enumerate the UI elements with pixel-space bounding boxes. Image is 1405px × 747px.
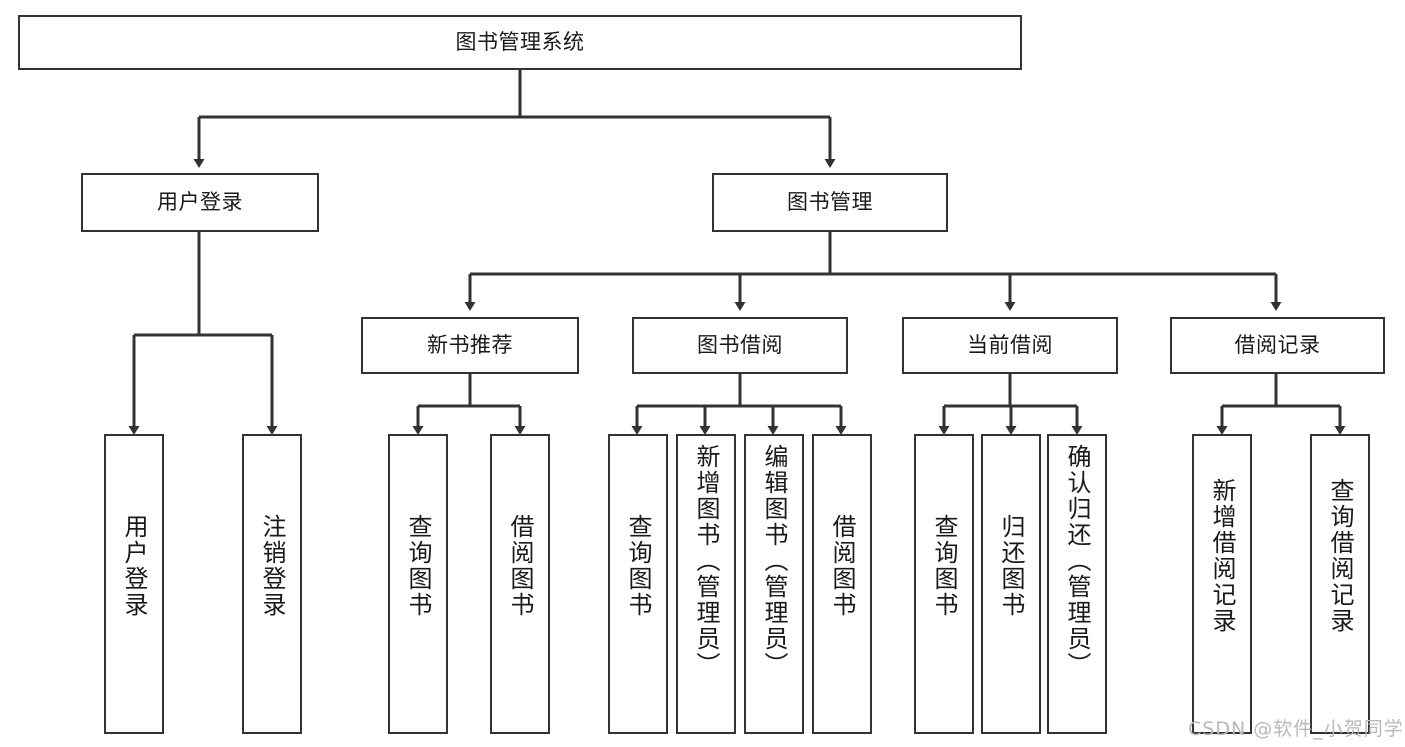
node-leaf-query-record[interactable]: 查询借阅记录 — [1310, 434, 1370, 734]
node-leaf-confirm-return-label: 确认归还（管理员） — [1063, 444, 1091, 678]
node-leaf-confirm-return[interactable]: 确认归还（管理员） — [1047, 434, 1107, 734]
node-user-login[interactable]: 用户登录 — [81, 173, 319, 232]
node-leaf-edit-book-label: 编辑图书（管理员） — [760, 444, 788, 678]
node-leaf-query-book-1[interactable]: 查询图书 — [388, 434, 448, 734]
node-leaf-borrow-book-1-label: 借阅图书 — [506, 514, 534, 618]
csdn-watermark: CSDN @软件_小贺同学 — [1188, 718, 1404, 740]
node-borrow-record-label: 借阅记录 — [1234, 332, 1321, 357]
node-borrow-record[interactable]: 借阅记录 — [1170, 317, 1385, 374]
node-leaf-add-record-label: 新增借阅记录 — [1208, 478, 1236, 634]
node-current-borrow-label: 当前借阅 — [967, 332, 1053, 357]
node-leaf-return-book-label: 归还图书 — [997, 514, 1025, 618]
node-book-borrow[interactable]: 图书借阅 — [632, 317, 848, 374]
node-leaf-add-record[interactable]: 新增借阅记录 — [1192, 434, 1252, 734]
node-root-label: 图书管理系统 — [455, 29, 585, 54]
node-book-manage-label: 图书管理 — [787, 189, 873, 214]
node-leaf-query-book-3[interactable]: 查询图书 — [914, 434, 974, 734]
node-leaf-user-login[interactable]: 用户登录 — [104, 434, 164, 734]
node-leaf-user-login-label: 用户登录 — [120, 514, 148, 618]
node-leaf-query-book-2[interactable]: 查询图书 — [608, 434, 668, 734]
node-new-book-recommend[interactable]: 新书推荐 — [361, 317, 579, 374]
node-leaf-user-logout-label: 注销登录 — [258, 514, 286, 618]
node-root[interactable]: 图书管理系统 — [18, 15, 1022, 70]
node-leaf-query-book-3-label: 查询图书 — [930, 514, 958, 618]
node-leaf-borrow-book-2[interactable]: 借阅图书 — [812, 434, 872, 734]
node-leaf-edit-book[interactable]: 编辑图书（管理员） — [744, 434, 804, 734]
node-book-manage[interactable]: 图书管理 — [712, 173, 948, 232]
node-leaf-borrow-book-2-label: 借阅图书 — [828, 514, 856, 618]
node-new-book-recommend-label: 新书推荐 — [427, 332, 513, 357]
node-leaf-user-logout[interactable]: 注销登录 — [242, 434, 302, 734]
node-user-login-label: 用户登录 — [157, 189, 243, 214]
node-leaf-add-book[interactable]: 新增图书（管理员） — [676, 434, 736, 734]
node-leaf-query-record-label: 查询借阅记录 — [1326, 478, 1354, 634]
node-leaf-add-book-label: 新增图书（管理员） — [692, 444, 720, 678]
node-leaf-query-book-1-label: 查询图书 — [404, 514, 432, 618]
node-book-borrow-label: 图书借阅 — [697, 332, 783, 357]
node-current-borrow[interactable]: 当前借阅 — [902, 317, 1118, 374]
node-leaf-return-book[interactable]: 归还图书 — [981, 434, 1041, 734]
node-leaf-borrow-book-1[interactable]: 借阅图书 — [490, 434, 550, 734]
node-leaf-query-book-2-label: 查询图书 — [624, 514, 652, 618]
